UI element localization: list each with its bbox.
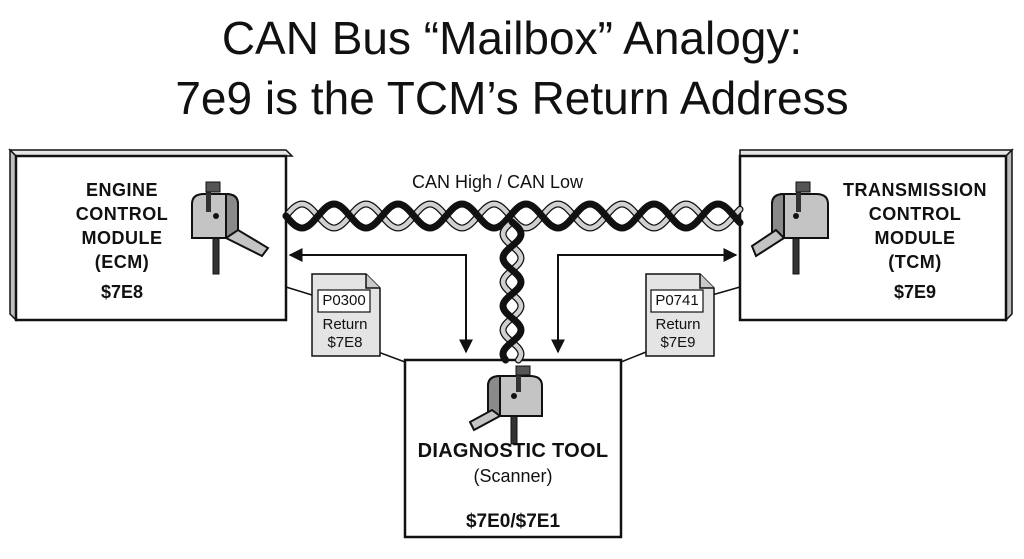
mailbox-icon <box>191 181 270 275</box>
tool-subtitle: (Scanner) <box>473 466 553 486</box>
tcm-message-document <box>620 273 741 363</box>
diagnostic-tool-label: DIAGNOSTIC TOOL (Scanner) $7E0/$7E1 <box>405 438 621 534</box>
can-twisted-pair-wire <box>282 200 744 364</box>
tcm-name-line: CONTROL <box>868 204 962 224</box>
tcm-label: TRANSMISSION CONTROL MODULE (TCM) $7E9 <box>830 178 1000 304</box>
tcm-name-line: TRANSMISSION <box>842 180 987 200</box>
tcm-dtc-code: P0741 <box>655 292 699 309</box>
ecm-address: $7E8 <box>100 282 144 302</box>
ecm-label: ENGINE CONTROL MODULE (ECM) $7E8 <box>52 178 192 304</box>
ecm-dtc-code: P0300 <box>322 292 366 309</box>
can-high-strand <box>500 219 524 363</box>
ecm-message-document <box>285 273 406 363</box>
tool-name: DIAGNOSTIC TOOL <box>417 440 609 462</box>
tcm-return-address: $7E9 <box>660 334 696 351</box>
can-bus-label: CAN High / CAN Low <box>412 172 584 192</box>
tcm-return-label: Return <box>655 316 701 333</box>
ecm-response-arrow <box>288 248 473 354</box>
tcm-address: $7E9 <box>893 282 937 302</box>
mailbox-icon <box>750 181 829 275</box>
ecm-return-address: $7E8 <box>327 334 363 351</box>
can-high-strand <box>283 201 743 231</box>
ecm-name-line: MODULE <box>81 228 163 248</box>
ecm-return-label: Return <box>322 316 368 333</box>
tool-address: $7E0/$7E1 <box>465 511 561 532</box>
mailbox-icon <box>468 365 543 445</box>
ecm-name-line: (ECM) <box>94 252 150 272</box>
tcm-response-arrow <box>551 248 738 354</box>
ecm-name-line: CONTROL <box>75 204 169 224</box>
tcm-name-line: (TCM) <box>888 252 942 272</box>
diagram-title-line-1: CAN Bus “Mailbox” Analogy: <box>221 12 803 64</box>
ecm-name-line: ENGINE <box>85 180 158 200</box>
diagram-title-line-2: 7e9 is the TCM’s Return Address <box>175 72 849 124</box>
tcm-name-line: MODULE <box>874 228 956 248</box>
